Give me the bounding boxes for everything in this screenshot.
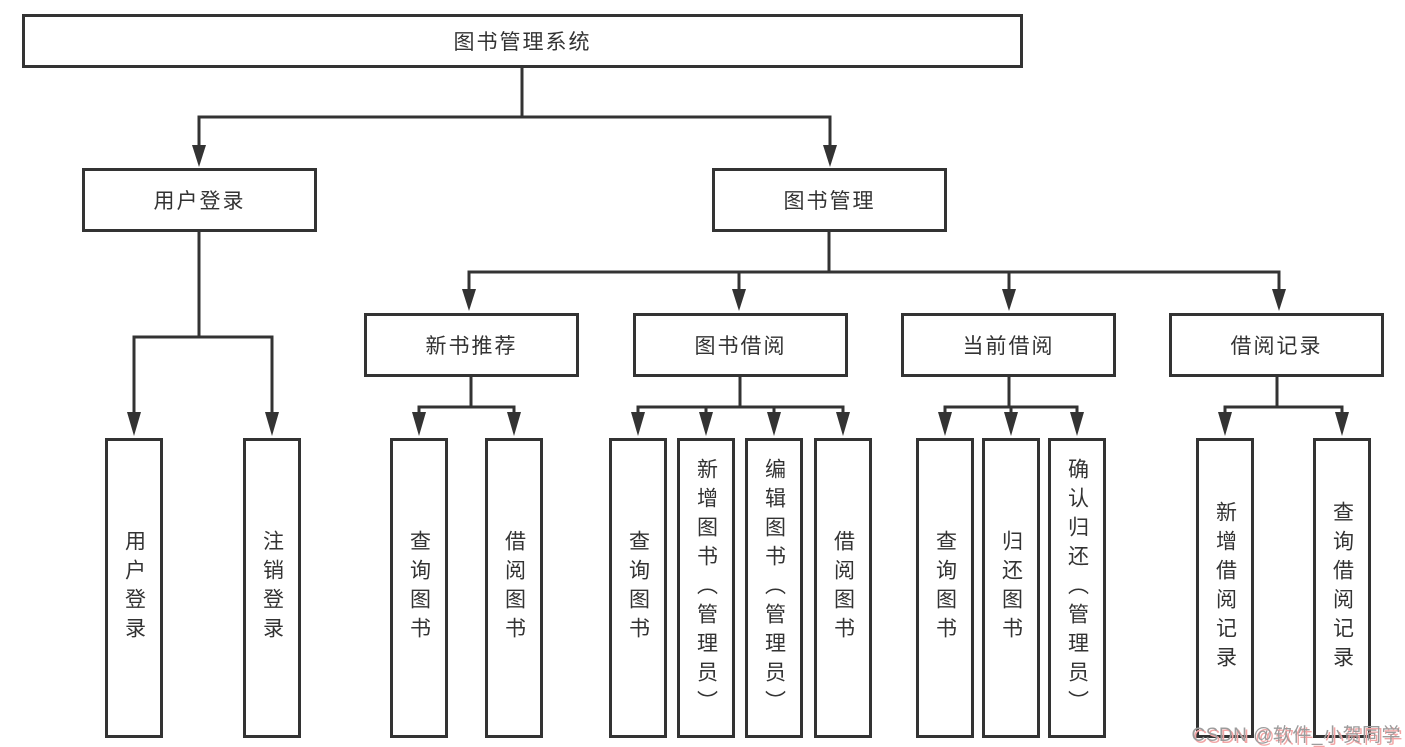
node-borrow-record: 借阅记录 [1169,313,1384,377]
leaf-borrow-books-2: 借阅图书 [814,438,872,738]
leaf-label: 新增借阅记录 [1213,501,1237,675]
leaf-label: 注销登录 [260,530,284,646]
leaf-confirm-return-admin: 确认归还（管理员） [1048,438,1106,738]
csdn-watermark: CSDN @软件_小贺同学 [1191,725,1401,746]
leaf-add-book-admin: 新增图书（管理员） [677,438,735,738]
connector-userlogin-to-children [127,232,279,436]
connector-borrowrecord-to-children [1218,377,1349,436]
leaf-query-borrow-record: 查询借阅记录 [1313,438,1371,738]
leaf-logout: 注销登录 [243,438,301,738]
node-book-borrow: 图书借阅 [633,313,848,377]
leaf-label: 新增图书（管理员） [694,457,718,719]
leaf-borrow-books-1: 借阅图书 [485,438,543,738]
leaf-query-books-1: 查询图书 [390,438,448,738]
leaf-query-books-2: 查询图书 [609,438,667,738]
connector-bookborrow-to-children [631,377,850,436]
leaf-user-login: 用户登录 [105,438,163,738]
leaf-label: 归还图书 [999,530,1023,646]
leaf-label: 查询借阅记录 [1330,501,1354,675]
leaf-label: 查询图书 [626,530,650,646]
connector-newbookrec-to-children [412,377,521,436]
leaf-add-borrow-record: 新增借阅记录 [1196,438,1254,738]
node-new-book-recommend: 新书推荐 [364,313,579,377]
connector-root-to-level2 [192,68,837,167]
connector-currentborrow-to-children [938,377,1084,436]
leaf-query-books-3: 查询图书 [916,438,974,738]
node-book-management: 图书管理 [712,168,947,232]
leaf-label: 确认归还（管理员） [1065,457,1089,719]
leaf-label: 查询图书 [407,530,431,646]
node-user-login: 用户登录 [82,168,317,232]
leaf-edit-book-admin: 编辑图书（管理员） [745,438,803,738]
leaf-label: 编辑图书（管理员） [762,457,786,719]
node-library-system: 图书管理系统 [22,14,1023,68]
leaf-return-book: 归还图书 [982,438,1040,738]
leaf-label: 借阅图书 [502,530,526,646]
leaf-label: 查询图书 [933,530,957,646]
connector-bookmgmt-to-level3 [462,232,1286,311]
leaf-label: 借阅图书 [831,530,855,646]
node-current-borrow: 当前借阅 [901,313,1116,377]
leaf-label: 用户登录 [122,530,146,646]
